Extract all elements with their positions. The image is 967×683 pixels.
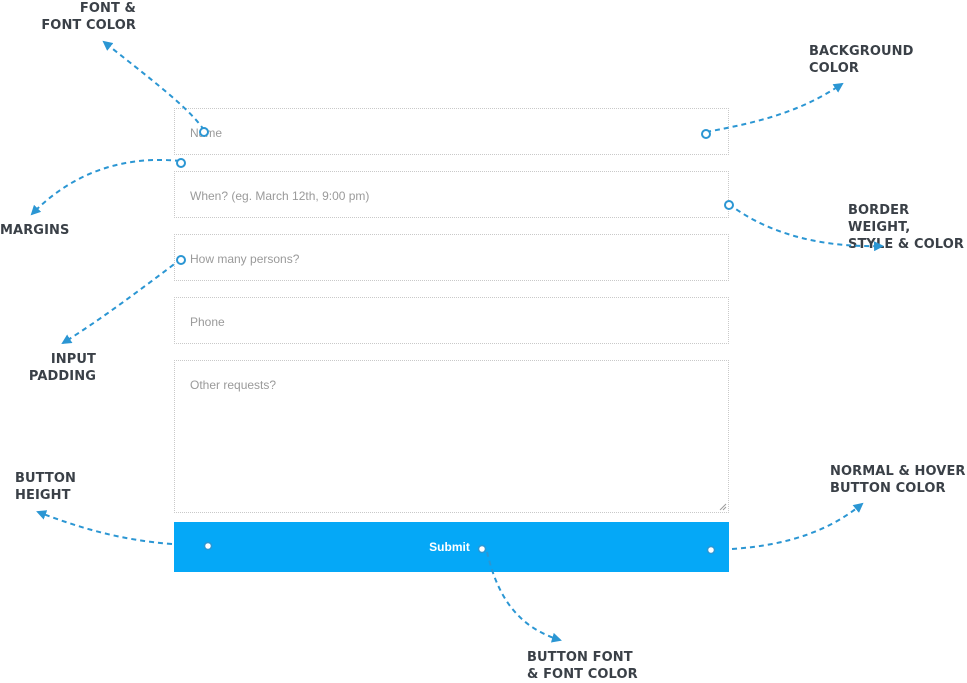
phone-input[interactable]: Phone xyxy=(174,297,729,344)
annotation-font: FONT & FONT COLOR xyxy=(30,0,136,34)
annotation-input-padding-line2: PADDING xyxy=(28,369,96,384)
connector-button-height xyxy=(36,510,173,545)
annotation-font-line1: FONT & xyxy=(79,1,136,16)
submit-label: Submit xyxy=(429,540,470,554)
annotation-border-line1: BORDER WEIGHT, xyxy=(848,203,911,235)
annotation-button-height-line2: HEIGHT xyxy=(15,488,71,503)
annotation-background-line1: BACKGROUND xyxy=(809,44,914,59)
phone-placeholder: Phone xyxy=(190,315,225,329)
when-input[interactable]: When? (eg. March 12th, 9:00 pm) xyxy=(174,171,729,218)
annotation-button-font-line1: BUTTON FONT xyxy=(527,650,633,665)
annotation-button-font-line2: & FONT COLOR xyxy=(527,667,638,682)
requests-textarea[interactable]: Other requests? xyxy=(174,360,729,513)
marker-button-color xyxy=(706,545,716,555)
annotation-button-color-line1: NORMAL & HOVER xyxy=(830,464,966,479)
marker-input-padding xyxy=(176,255,186,265)
annotation-button-font: BUTTON FONT & FONT COLOR xyxy=(527,649,638,683)
connector-button-font xyxy=(486,551,562,643)
annotation-button-color-line2: BUTTON COLOR xyxy=(830,481,946,496)
marker-button-font xyxy=(477,544,487,554)
annotation-button-height: BUTTON HEIGHT xyxy=(15,470,76,504)
name-input[interactable]: Name xyxy=(174,108,729,155)
persons-placeholder: How many persons? xyxy=(190,252,300,266)
annotation-input-padding: INPUT PADDING xyxy=(20,351,96,385)
annotation-font-line2: FONT COLOR xyxy=(41,18,136,33)
connector-border xyxy=(728,203,884,252)
connector-font xyxy=(102,40,205,131)
connector-input-padding xyxy=(61,258,182,345)
annotation-margins: MARGINS xyxy=(0,222,69,239)
annotation-background-line2: COLOR xyxy=(809,61,859,76)
annotation-button-color: NORMAL & HOVER BUTTON COLOR xyxy=(830,463,966,497)
submit-button[interactable]: Submit xyxy=(174,522,729,572)
marker-font xyxy=(199,127,209,137)
connector-button-color xyxy=(731,502,864,550)
persons-input[interactable]: How many persons? xyxy=(174,234,729,281)
marker-margins xyxy=(176,158,186,168)
marker-button-height xyxy=(203,541,213,551)
marker-border xyxy=(724,200,734,210)
annotation-button-height-line1: BUTTON xyxy=(15,471,77,486)
requests-placeholder: Other requests? xyxy=(190,378,277,392)
connector-background xyxy=(705,82,844,133)
connector-margins xyxy=(30,159,181,216)
when-placeholder: When? (eg. March 12th, 9:00 pm) xyxy=(190,189,370,203)
annotation-margins-line1: MARGINS xyxy=(0,223,70,238)
marker-background xyxy=(701,129,711,139)
resize-handle-icon[interactable] xyxy=(719,503,727,511)
annotation-input-padding-line1: INPUT xyxy=(50,352,96,367)
annotation-background: BACKGROUND COLOR xyxy=(809,43,914,77)
